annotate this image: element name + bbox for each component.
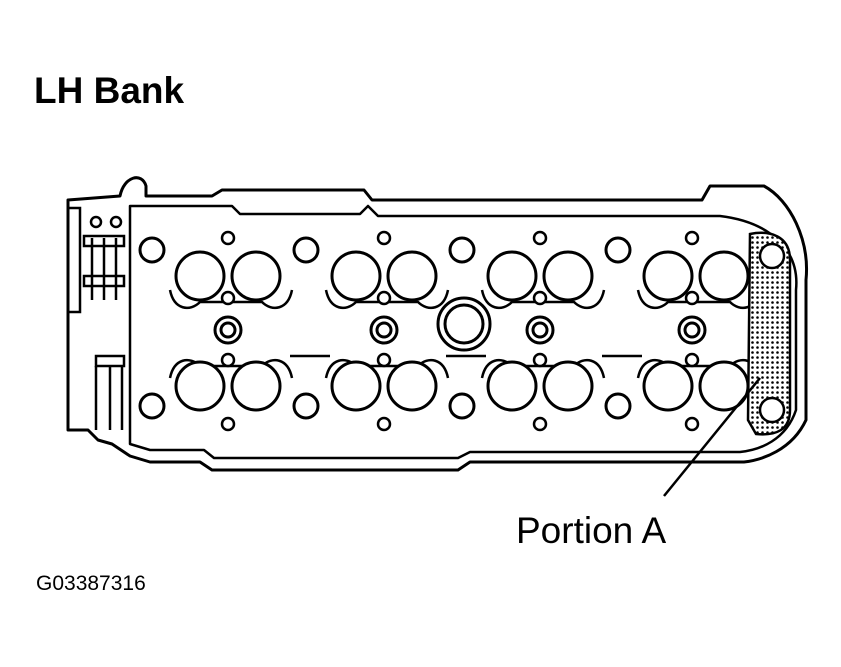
- diagram-title: LH Bank: [34, 70, 185, 111]
- portion-a-leader: [663, 377, 761, 497]
- figure-id: G03387316: [36, 572, 146, 595]
- head-inner-outline: [128, 204, 798, 460]
- spark-plug-holes: [213, 296, 707, 352]
- head-outline: [66, 176, 809, 472]
- cam-cap-bolts: [220, 230, 700, 432]
- portion-a-region: [746, 231, 792, 436]
- end-plate-left: [66, 206, 126, 430]
- portion-a-label: Portion A: [516, 510, 667, 551]
- head-bolt-holes: [138, 236, 632, 420]
- valve-pockets: [174, 250, 750, 412]
